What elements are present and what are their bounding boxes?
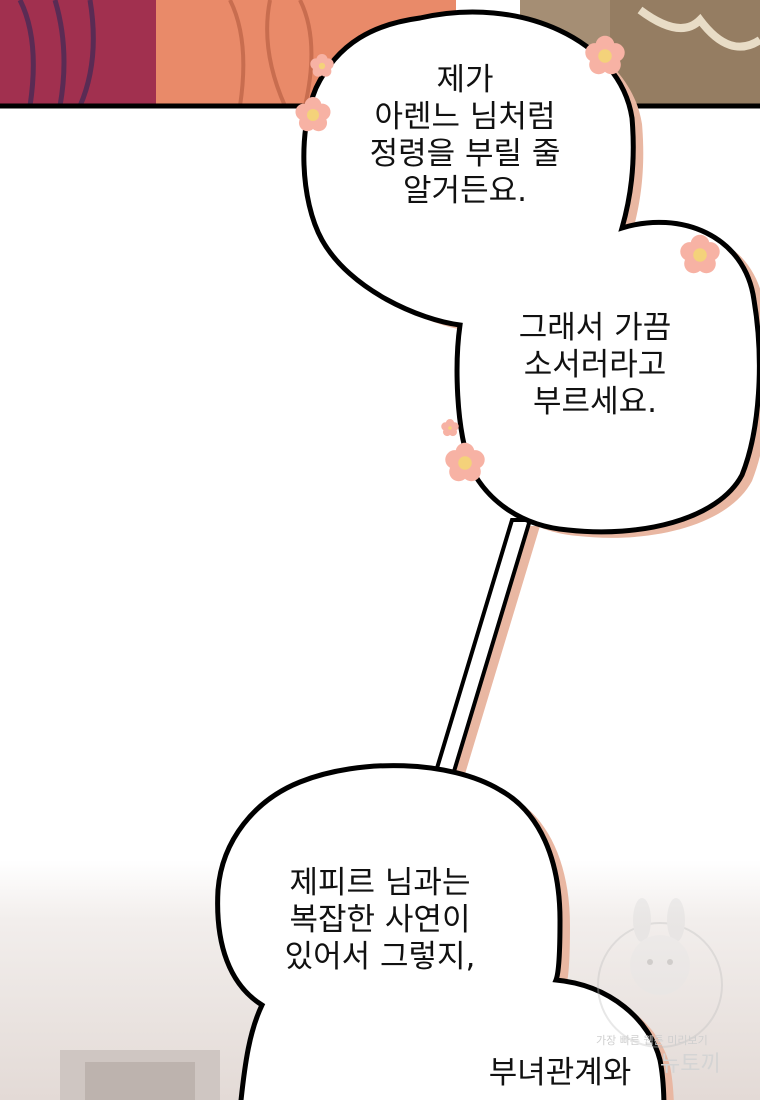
speech-bubble-3-text: 제피르 님과는 복잡한 사연이 있어서 그렇지, — [265, 865, 495, 976]
dialogue-line: 제가 — [436, 62, 494, 98]
speech-bubble-bottom — [215, 763, 667, 1100]
watermark-tagline: 가장 빠른 웹툰 미리보기 — [596, 1034, 708, 1047]
speech-bubble-1-text: 제가 아렌느 님처럼 정령을 부릴 줄 알거든요. — [350, 62, 580, 210]
dialogue-line: 그래서 가끔 — [518, 310, 672, 346]
dialogue-line: 제피르 님과는 — [289, 865, 471, 901]
dialogue-line: 정령을 부릴 줄 — [369, 136, 561, 172]
watermark-name: 뉴토끼 — [660, 1052, 721, 1077]
bubble-connector — [431, 518, 540, 784]
dialogue-line: 소서러라고 — [523, 347, 667, 383]
speech-bubble-top — [301, 9, 760, 535]
speech-bubble-4-text: 부녀관계와 — [470, 1055, 650, 1092]
dialogue-line: 부르세요. — [533, 384, 657, 420]
dialogue-line: 있어서 그렇지, — [284, 939, 476, 975]
dialogue-line: 알거든요. — [403, 173, 527, 209]
dialogue-line: 부녀관계와 — [488, 1055, 632, 1091]
dialogue-line: 복잡한 사연이 — [289, 902, 471, 938]
flower-decorations — [295, 35, 720, 482]
dialogue-line: 아렌느 님처럼 — [374, 99, 556, 135]
watermark-logo — [597, 898, 723, 1048]
speech-bubble-2-text: 그래서 가끔 소서러라고 부르세요. — [495, 310, 695, 421]
